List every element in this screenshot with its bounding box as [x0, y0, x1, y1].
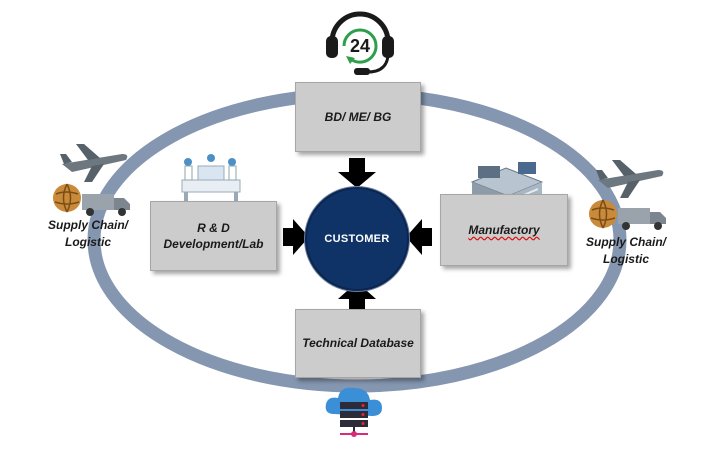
customer-label: CUSTOMER: [324, 233, 390, 245]
supply-left-line2: Logistic: [64, 234, 111, 249]
arrow-down: [338, 158, 376, 188]
supply-right-line1: Supply Chain/: [585, 235, 666, 249]
bd-me-bg-label: BD/ ME/ BG: [324, 109, 392, 124]
truck-icon: [618, 208, 666, 230]
truck-icon: [82, 194, 130, 216]
manufactory-label: Manufactory: [468, 222, 540, 237]
arrow-right: [283, 219, 309, 255]
airplane-icon: [596, 160, 664, 198]
arrow-up: [338, 282, 376, 311]
technical-database-box: Technical Database: [295, 309, 421, 378]
rd-label-line1: R & D: [197, 220, 230, 235]
arrow-left: [406, 219, 432, 255]
supply-chain-right-label: Supply Chain/ Logistic: [578, 234, 674, 268]
manufactory-box: Manufactory: [440, 194, 568, 266]
supply-chain-left-label: Supply Chain/ Logistic: [40, 217, 136, 251]
lab-icon: [181, 154, 241, 201]
bd-me-bg-box: BD/ ME/ BG: [295, 82, 421, 152]
rd-label-line2: Development/Lab: [163, 237, 264, 251]
globe-icon: [589, 199, 617, 229]
globe-icon: [53, 183, 81, 213]
supply-left-line1: Supply Chain/: [47, 218, 128, 232]
headset-24-icon: 24: [326, 11, 394, 75]
rd-box: R & D Development/Lab: [150, 201, 277, 271]
support-badge-text: 24: [350, 36, 370, 56]
cloud-server-icon: [325, 387, 382, 437]
technical-database-label: Technical Database: [302, 336, 414, 351]
customer-node: CUSTOMER: [305, 187, 409, 291]
supply-right-line2: Logistic: [602, 251, 649, 266]
airplane-icon: [60, 144, 128, 182]
